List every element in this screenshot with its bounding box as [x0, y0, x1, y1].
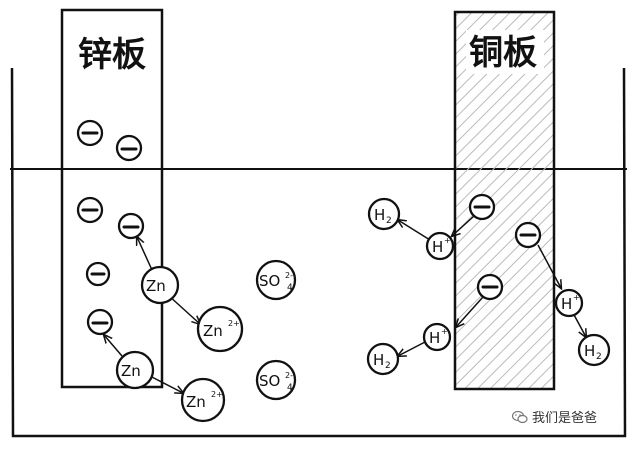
copper-plate-label: 铜板 — [469, 33, 537, 73]
arrow-zn-to-electron — [137, 237, 153, 271]
copper-label-bg — [466, 30, 544, 74]
h-ion-label: H — [561, 295, 572, 313]
zn-ion — [196, 305, 244, 353]
beaker — [10, 67, 627, 438]
sulfate-ion-label: SO — [259, 272, 280, 290]
wechat-icon — [512, 410, 528, 423]
h-ion-label: H — [432, 238, 443, 256]
sulfate-ion-label: SO — [259, 372, 280, 390]
zinc-plate — [60, 8, 164, 389]
zn-ion-label: Zn — [203, 322, 223, 340]
h2-subscript: 2 — [385, 361, 391, 371]
sulfate-ion — [255, 259, 297, 301]
arrow-electron-to-h-ion — [452, 215, 475, 236]
arrow-h-ion-to-h2-right — [572, 312, 586, 337]
h2-molecule — [367, 197, 401, 231]
arrow-h-ion-to-h2 — [398, 220, 431, 241]
zn-atom — [115, 350, 155, 390]
arrow-zn-to-electron-lower — [104, 335, 123, 357]
watermark: 我们是爸爸 — [512, 407, 597, 426]
h-ion-charge: + — [573, 293, 580, 302]
zn-atom-label: Zn — [121, 362, 141, 380]
particle-circles — [115, 197, 611, 423]
h-ion-label: H — [429, 329, 440, 347]
zinc-plate-label: 锌板 — [78, 35, 146, 75]
zn-ion-charge: 2+ — [211, 390, 223, 399]
sulfate-ion-subscript: 4 — [287, 283, 293, 293]
h-ion-charge: + — [444, 236, 451, 245]
h-ion — [425, 231, 455, 261]
copper-plate — [453, 10, 556, 391]
watermark-text: 我们是爸爸 — [532, 411, 598, 426]
h2-molecule — [577, 333, 611, 367]
arrow-electron-to-h-ion-lower — [456, 296, 484, 327]
h-ion — [554, 288, 584, 318]
arrows — [104, 215, 586, 393]
arrow-electron-to-h-ion-right — [537, 244, 561, 288]
zn-ion — [180, 377, 226, 423]
h2-label: H — [373, 351, 384, 369]
electron-minus-signs — [81, 131, 537, 325]
zn-ion-label: Zn — [186, 393, 206, 411]
h2-label: H — [374, 206, 385, 224]
arrow-zn-to-zn-ion — [167, 294, 200, 324]
sulfate-ion — [255, 359, 297, 401]
zn-ion-charge: 2+ — [228, 319, 240, 328]
h2-subscript: 2 — [386, 216, 392, 226]
sulfate-ion-charge: 2- — [285, 371, 293, 380]
arrow-h-ion-to-h2-lower — [398, 341, 426, 356]
h-ion — [422, 322, 452, 352]
sulfate-ion-charge: 2- — [285, 271, 293, 280]
h2-label: H — [584, 342, 595, 360]
sulfate-ion-subscript: 4 — [287, 383, 293, 393]
h2-subscript: 2 — [596, 352, 602, 362]
zn-atom-label: Zn — [146, 277, 166, 295]
h-ion-charge: + — [441, 327, 448, 336]
h2-molecule — [366, 342, 400, 376]
zn-atom — [140, 265, 180, 305]
arrow-zn-to-zn-ion-lower — [147, 374, 183, 393]
